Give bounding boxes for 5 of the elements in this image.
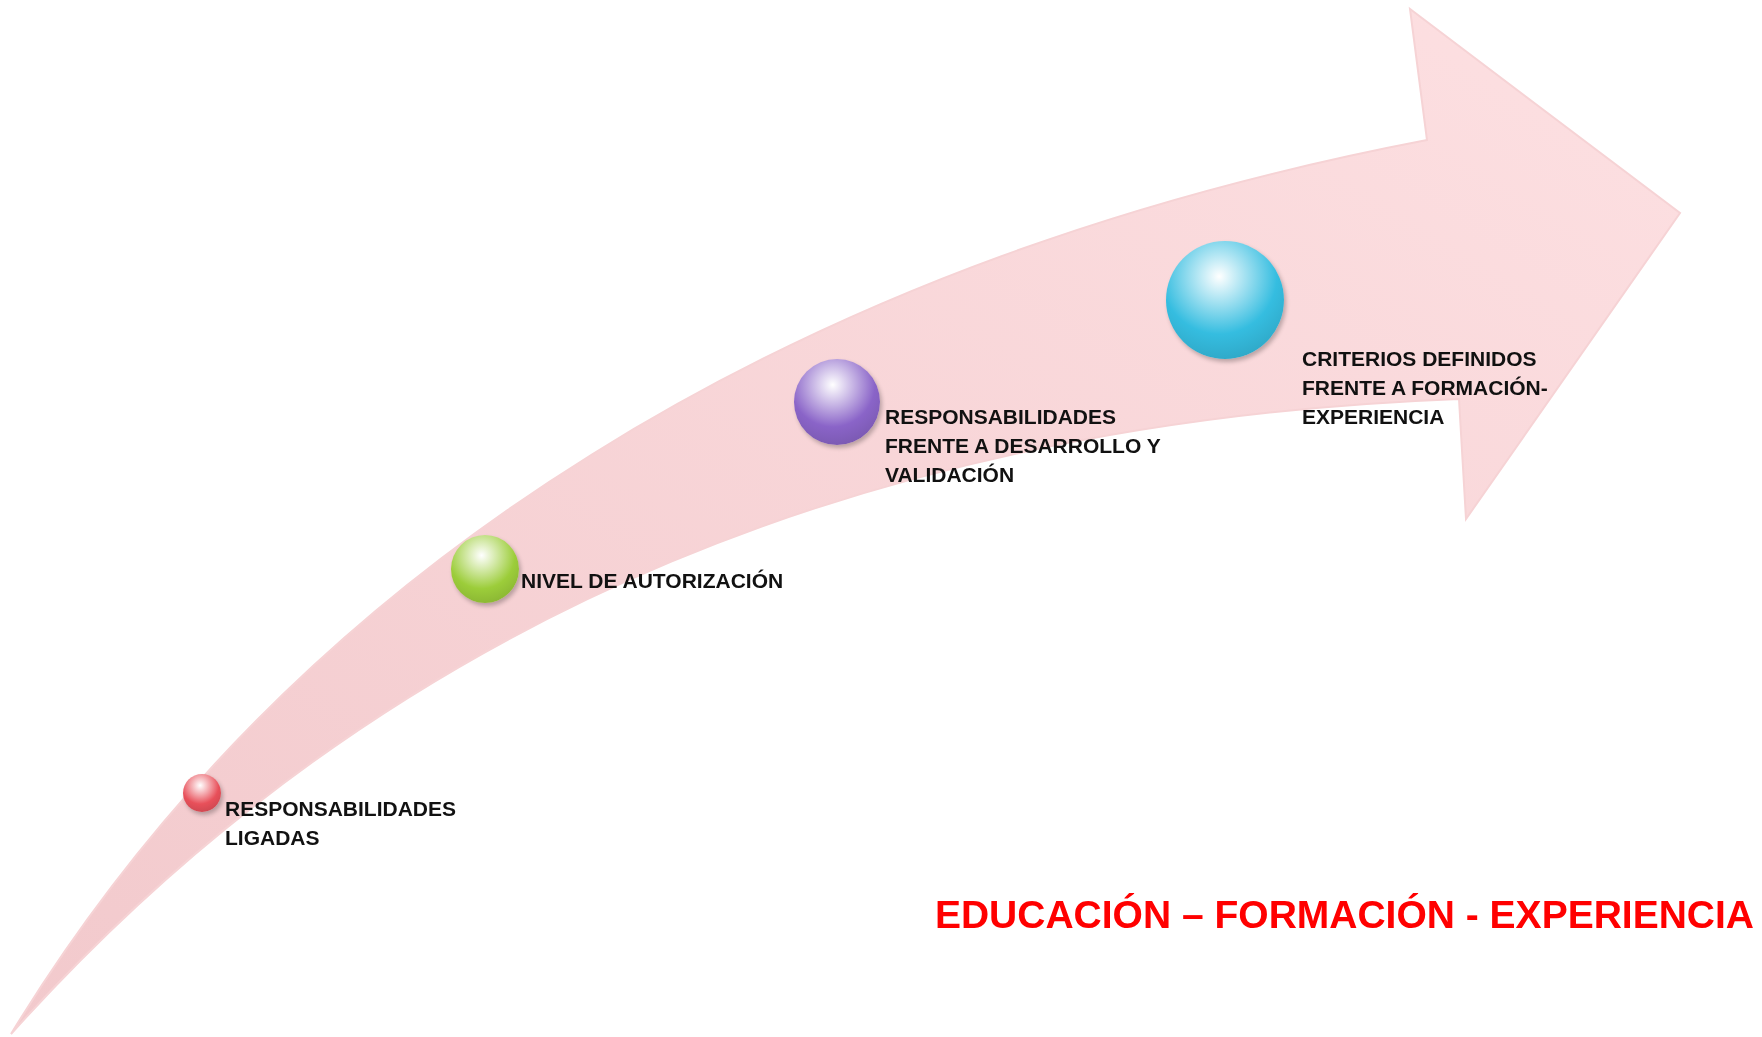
title: EDUCACIÓN – FORMACIÓN - EXPERIENCIA — [934, 893, 1754, 937]
step-label: NIVEL DE AUTORIZACIÓN — [521, 568, 785, 594]
step-label: RESPONSABILIDADES FRENTE A DESARROLLO Y VALIDACIÓN — [885, 404, 1162, 488]
step-label: RESPONSABILIDADES LIGADAS — [225, 796, 458, 851]
step-label: CRITERIOS DEFINIDOS FRENTE A FORMACIÓN- EXPERIENCIA — [1302, 346, 1549, 430]
